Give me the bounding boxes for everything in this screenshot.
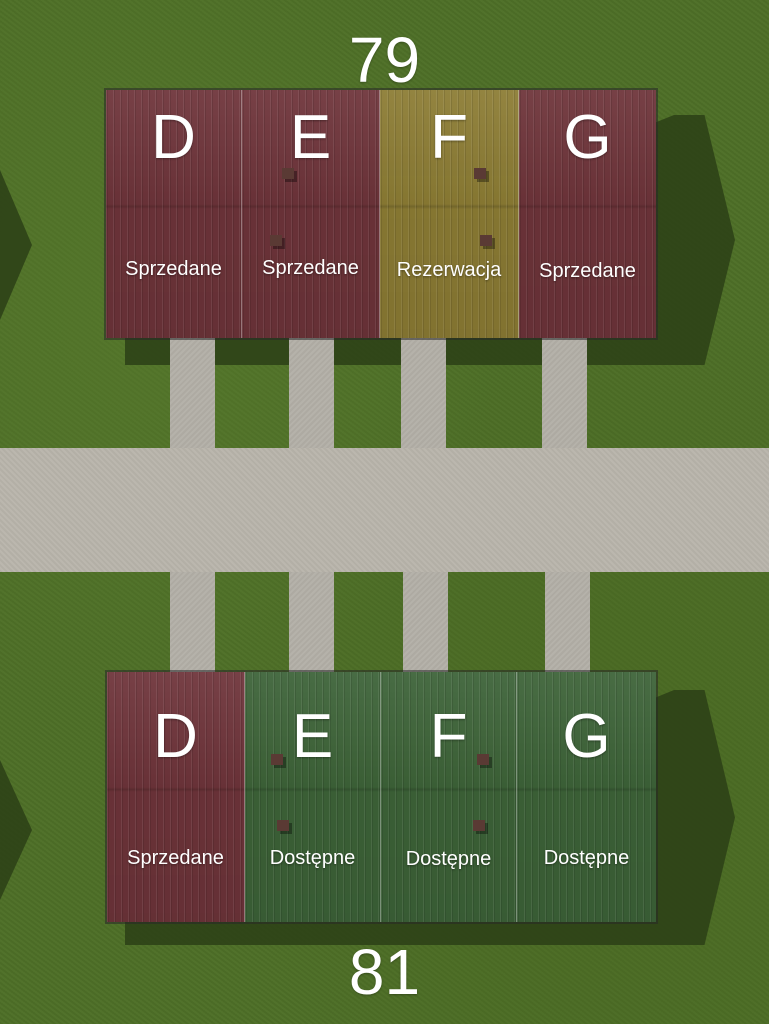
driveway-bottom-g: [545, 572, 590, 672]
building-bottom-number: 81: [348, 936, 421, 1008]
unit-status: Sprzedane: [127, 847, 224, 869]
unit-status: Rezerwacja: [396, 259, 502, 281]
driveway-top-e: [289, 338, 334, 448]
unit-letter: D: [151, 103, 196, 172]
driveway-top-d: [170, 338, 215, 448]
road: [0, 448, 769, 572]
building-bottom: D Sprzedane E Dostępne F Dostępne G Dost…: [107, 672, 656, 922]
chimney-icon: [474, 168, 486, 179]
unit-bottom-g[interactable]: G Dostępne: [517, 672, 656, 922]
driveway-bottom-f: [403, 572, 448, 672]
neighbor-shadow-top: [0, 170, 32, 320]
unit-letter: F: [429, 702, 468, 771]
chimney-icon: [271, 754, 283, 765]
neighbor-shadow-bottom: [0, 760, 32, 900]
chimney-icon: [480, 235, 492, 246]
unit-status: Sprzedane: [125, 258, 222, 280]
unit-status: Dostępne: [405, 848, 492, 870]
unit-status: Sprzedane: [539, 260, 636, 282]
unit-top-e[interactable]: E Sprzedane: [242, 90, 380, 338]
unit-bottom-e[interactable]: E Dostępne: [245, 672, 381, 922]
building-top: D Sprzedane E Sprzedane F Rezerwacja G S…: [106, 90, 656, 338]
unit-top-g[interactable]: G Sprzedane: [519, 90, 656, 338]
unit-letter: D: [153, 702, 198, 771]
chimney-icon: [473, 820, 485, 831]
unit-top-f[interactable]: F Rezerwacja: [380, 90, 519, 338]
driveway-bottom-e: [289, 572, 334, 672]
chimney-icon: [277, 820, 289, 831]
unit-letter: E: [289, 103, 332, 172]
unit-letter: G: [563, 103, 612, 172]
chimney-icon: [282, 168, 294, 179]
driveway-top-f: [401, 338, 446, 448]
unit-letter: F: [430, 103, 468, 172]
unit-top-d[interactable]: D Sprzedane: [106, 90, 242, 338]
driveway-top-g: [542, 338, 587, 448]
unit-status: Dostępne: [543, 847, 630, 869]
unit-status: Sprzedane: [262, 257, 359, 279]
unit-bottom-f[interactable]: F Dostępne: [381, 672, 517, 922]
unit-letter: G: [562, 702, 611, 771]
building-top-number: 79: [348, 24, 421, 96]
unit-letter: E: [291, 702, 334, 771]
unit-bottom-d[interactable]: D Sprzedane: [107, 672, 245, 922]
chimney-icon: [270, 235, 282, 246]
driveway-bottom-d: [170, 572, 215, 672]
unit-status: Dostępne: [269, 847, 356, 869]
chimney-icon: [477, 754, 489, 765]
